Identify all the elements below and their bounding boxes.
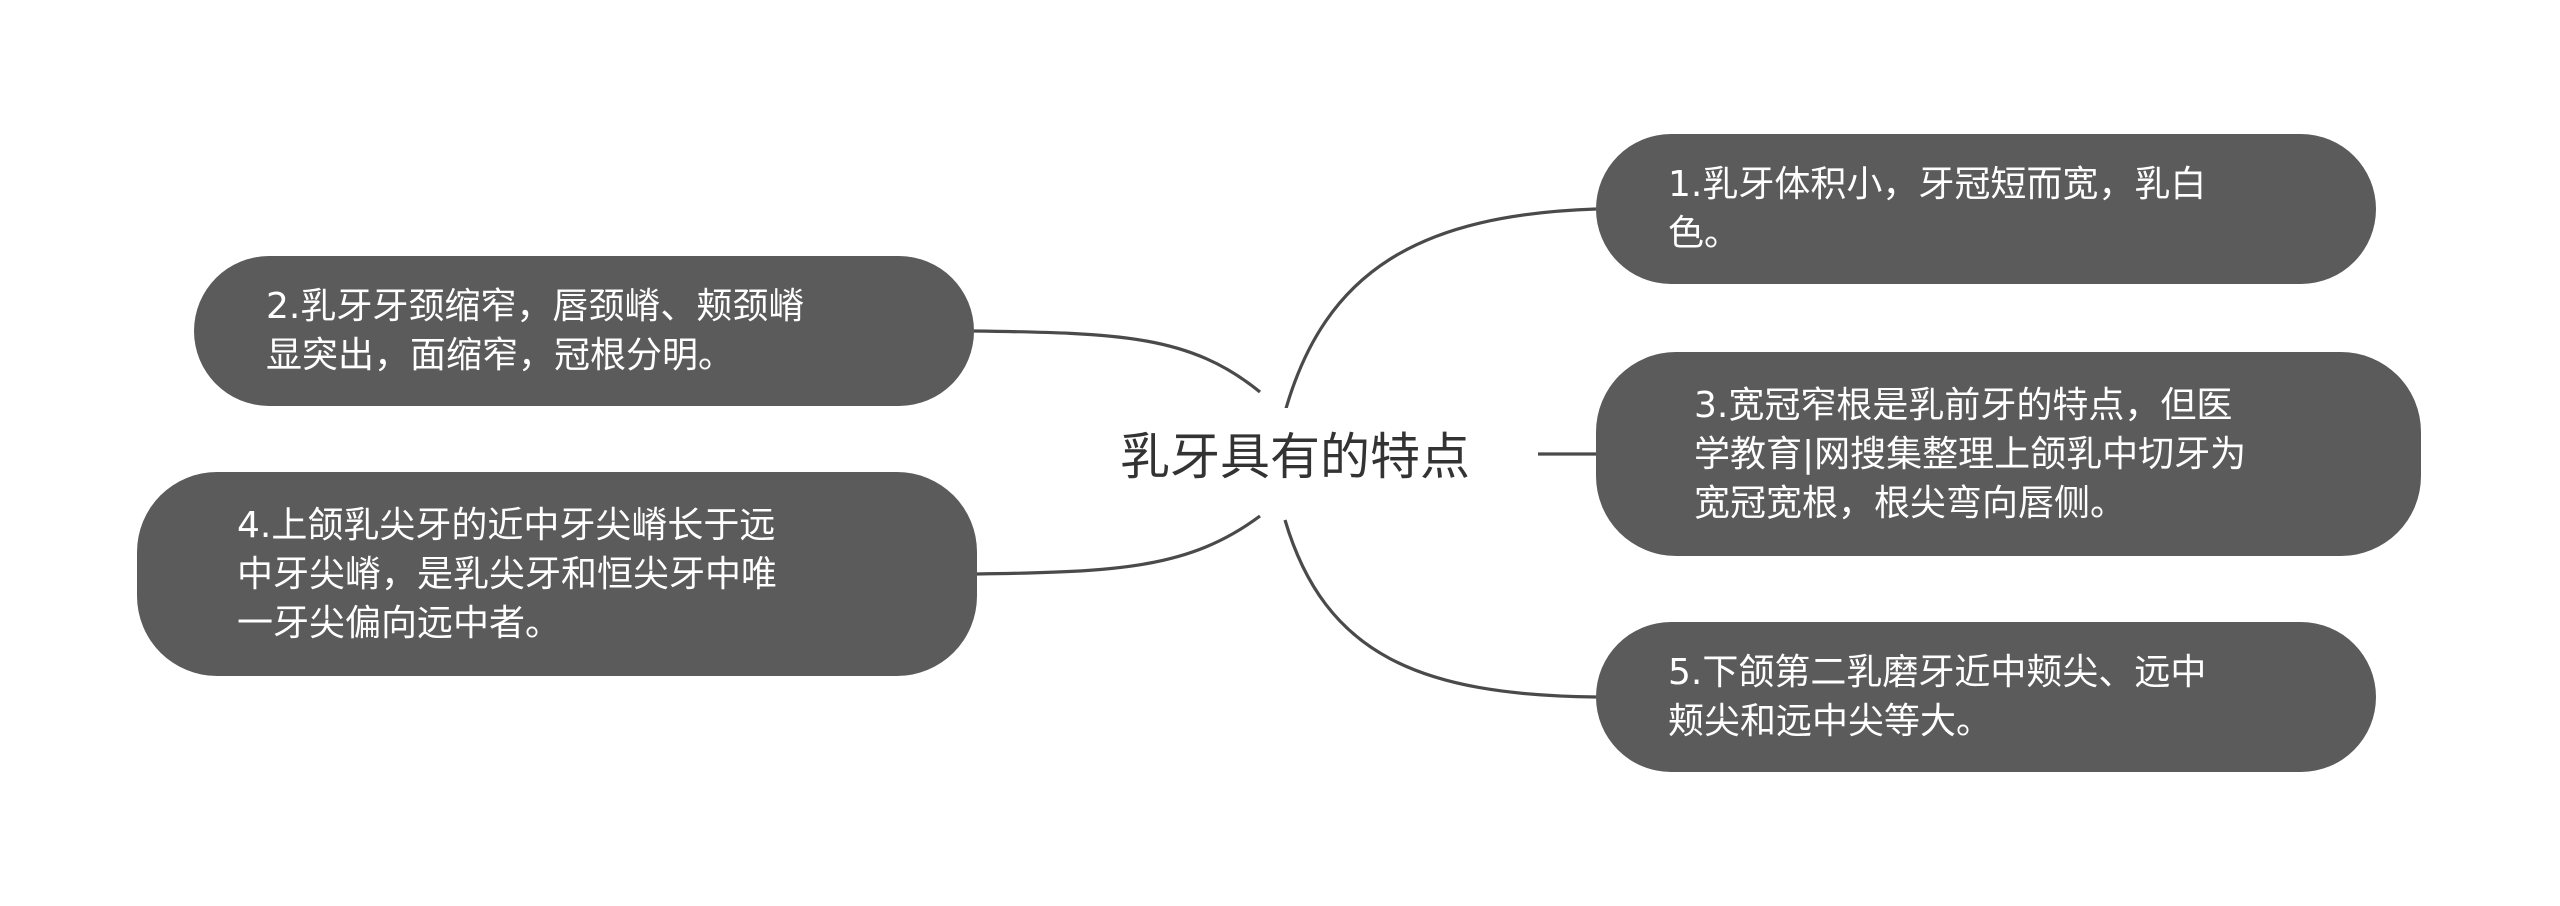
text-line: 宽冠宽根，根尖弯向唇侧。	[1694, 482, 2127, 524]
topic-node-3-text: 3.宽冠窄根是乳前牙的特点，但医 学教育|网搜集整理上颌乳中切牙为 宽冠宽根，根…	[1694, 381, 2246, 528]
topic-node-4-text: 4.上颌乳尖牙的近中牙尖嵴长于远 中牙尖嵴，是乳尖牙和恒尖牙中唯 一牙尖偏向远中…	[237, 501, 777, 648]
topic-node-2-text: 2.乳牙牙颈缩窄，唇颈嵴、颊颈嵴 显突出，面缩窄，冠根分明。	[266, 282, 804, 380]
text-line: 学教育|网搜集整理上颌乳中切牙为	[1694, 433, 2247, 475]
topic-node-5-text: 5.下颌第二乳磨牙近中颊尖、远中 颊尖和远中尖等大。	[1668, 648, 2206, 746]
topic-node-4[interactable]: 4.上颌乳尖牙的近中牙尖嵴长于远 中牙尖嵴，是乳尖牙和恒尖牙中唯 一牙尖偏向远中…	[137, 472, 977, 676]
connector-to-node-4	[976, 514, 1261, 576]
text-line: 一牙尖偏向远中者。	[237, 602, 562, 644]
text-line: 5.下颌第二乳磨牙近中颊尖、远中	[1668, 652, 2207, 693]
connector-to-node-1	[1283, 207, 1597, 413]
text-line: 3.宽冠窄根是乳前牙的特点，但医	[1694, 384, 2233, 426]
topic-node-5[interactable]: 5.下颌第二乳磨牙近中颊尖、远中 颊尖和远中尖等大。	[1596, 622, 2376, 772]
text-line: 颊尖和远中尖等大。	[1668, 701, 1993, 742]
connector-to-node-2	[973, 329, 1262, 394]
topic-node-1[interactable]: 1.乳牙体积小，牙冠短而宽，乳白 色。	[1596, 134, 2376, 284]
text-line: 4.上颌乳尖牙的近中牙尖嵴长于远	[237, 504, 776, 546]
connector-to-node-5	[1283, 519, 1597, 699]
central-topic[interactable]: 乳牙具有的特点	[1090, 408, 1500, 498]
text-line: 中牙尖嵴，是乳尖牙和恒尖牙中唯	[237, 553, 778, 595]
topic-node-1-text: 1.乳牙体积小，牙冠短而宽，乳白 色。	[1668, 160, 2206, 258]
text-line: 色。	[1668, 213, 1741, 254]
topic-node-2[interactable]: 2.乳牙牙颈缩窄，唇颈嵴、颊颈嵴 显突出，面缩窄，冠根分明。	[194, 256, 974, 406]
central-topic-label: 乳牙具有的特点	[1120, 428, 1470, 486]
text-line: 1.乳牙体积小，牙冠短而宽，乳白	[1668, 164, 2207, 205]
topic-node-3[interactable]: 3.宽冠窄根是乳前牙的特点，但医 学教育|网搜集整理上颌乳中切牙为 宽冠宽根，根…	[1596, 352, 2421, 556]
text-line: 显突出，面缩窄，冠根分明。	[266, 335, 735, 376]
text-line: 2.乳牙牙颈缩窄，唇颈嵴、颊颈嵴	[266, 286, 805, 327]
